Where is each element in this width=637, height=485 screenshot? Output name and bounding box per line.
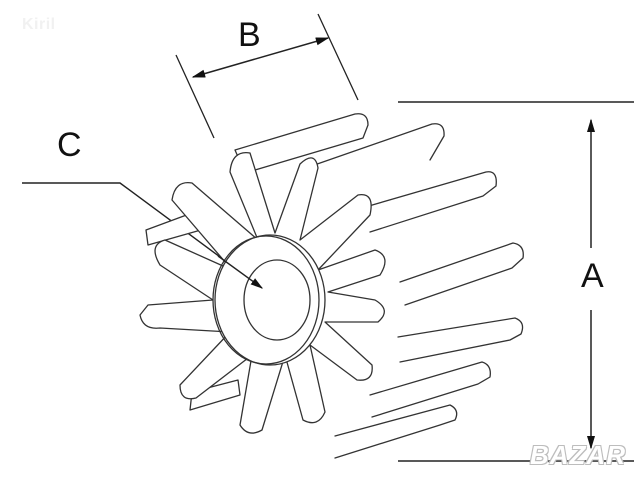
dimension-c-leader <box>22 182 264 289</box>
watermark-kiril: Kiril <box>22 16 56 33</box>
dimension-a-label: A <box>581 257 604 295</box>
dimension-c-label: C <box>57 126 82 164</box>
dimension-a <box>398 101 634 462</box>
watermark-bazar-logo: BAZAR <box>530 440 626 470</box>
dimension-b-label: B <box>238 16 261 54</box>
impeller-hub <box>212 234 326 366</box>
c-arrow-tip <box>217 255 264 289</box>
impeller-blades <box>139 113 524 459</box>
dimension-b <box>175 13 359 139</box>
